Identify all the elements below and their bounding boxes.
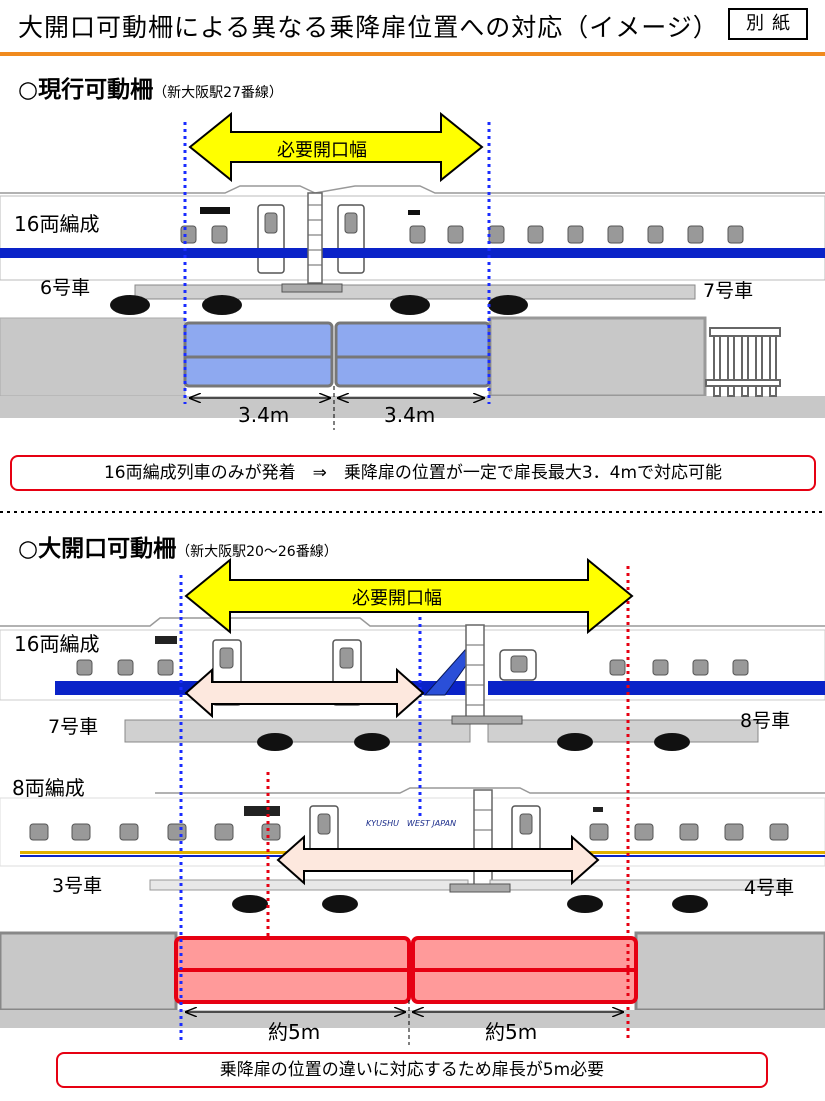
page-title: 大開口可動柵による異なる乗降扉位置への対応（イメージ） [18,13,719,42]
section1-train [0,185,825,315]
large-gate-panels [174,936,638,1004]
s1-car-right-label: 7号車 [703,280,754,302]
s1-opening-label: 必要開口幅 [277,140,367,161]
s2-car16-left-label: 7号車 [48,716,99,738]
s2-car16-right-label: 8号車 [740,710,791,732]
s1-width-right: 3.4m [384,403,436,427]
section2-title-main: ○大開口可動柵 [18,536,177,562]
s1-opening-arrow [188,111,484,183]
s2-opening-arrow [184,557,634,635]
s2-width-right: 約5m [485,1020,538,1044]
s1-car-left-label: 6号車 [40,277,91,299]
section1-subtitle: （新大阪駅27番線） [153,85,283,101]
s2-car8-left-label: 3号車 [52,875,103,897]
kyushu-west-japan-logo: KYUSHU WEST JAPAN [366,819,457,828]
section1-title: ○現行可動柵（新大阪駅27番線） [18,70,283,104]
s1-note: 16両編成列車のみが発着 ⇒ 乗降扉の位置が一定で扉長最大3．4mで対応可能 [10,455,816,491]
s2-width-left: 約5m [268,1020,321,1044]
s2-opening-label: 必要開口幅 [352,588,442,609]
title-rule [0,52,825,56]
current-gate-panels [183,321,491,388]
door-span-arrow-8car [276,834,600,886]
s1-width-left: 3.4m [238,403,290,427]
s2-car8-right-label: 4号車 [744,877,795,899]
s2-note: 乗降扉の位置の違いに対応するため扉長が5m必要 [56,1052,768,1088]
section2-platform [0,931,825,1028]
door-span-arrow-16car [184,667,425,719]
s2-formation8-label: 8両編成 [12,776,85,800]
section1-title-main: ○現行可動柵 [18,77,154,103]
s1-formation-label: 16両編成 [14,212,100,236]
s2-formation16-label: 16両編成 [14,632,100,656]
annex-badge: 別紙 [728,8,808,40]
section2-subtitle: （新大阪駅20～26番線） [176,544,338,560]
section2-title: ○大開口可動柵（新大阪駅20～26番線） [18,529,338,563]
